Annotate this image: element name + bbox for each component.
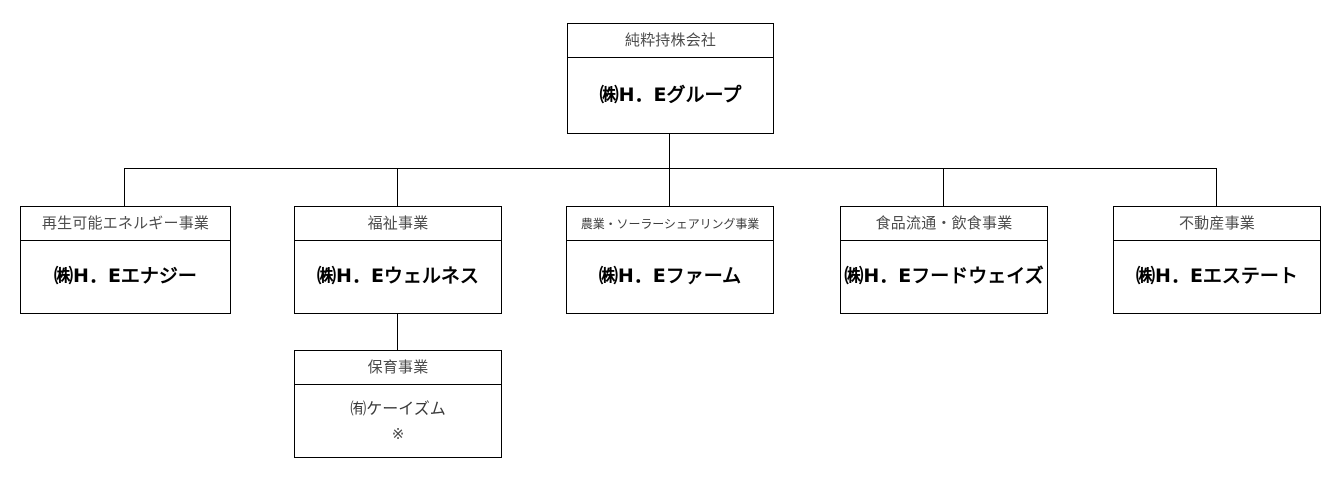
node-division-food-distribution-header: 食品流通・飲食事業: [841, 207, 1047, 241]
node-subdivision-childcare-mark: ※: [391, 424, 405, 443]
node-division-real-estate-name: ㈱H．Eエステート: [1136, 265, 1298, 288]
node-subdivision-childcare-body: ㈲ケーイズム ※: [295, 385, 501, 457]
connector-root-down: [669, 133, 670, 168]
node-subdivision-childcare-header: 保育事業: [295, 351, 501, 385]
node-holding-company-name: ㈱H．Eグループ: [599, 83, 742, 106]
node-division-food-distribution-name: ㈱H．Eフードウェイズ: [844, 265, 1044, 288]
node-holding-company[interactable]: 純粋持株会社 ㈱H．Eグループ: [567, 23, 774, 134]
node-division-welfare-header: 福祉事業: [295, 207, 501, 241]
connector-drop-division-3: [669, 168, 670, 206]
node-holding-company-header: 純粋持株会社: [568, 24, 773, 58]
node-division-welfare[interactable]: 福祉事業 ㈱H．Eウェルネス: [294, 206, 502, 314]
connector-drop-division-2: [397, 168, 398, 206]
connector-drop-division-5: [1216, 168, 1217, 206]
node-division-renewable-energy[interactable]: 再生可能エネルギー事業 ㈱H．Eエナジー: [20, 206, 231, 314]
connector-drop-division-1: [124, 168, 125, 206]
node-division-renewable-energy-header: 再生可能エネルギー事業: [21, 207, 230, 241]
connector-drop-division-4: [943, 168, 944, 206]
node-division-real-estate[interactable]: 不動産事業 ㈱H．Eエステート: [1113, 206, 1321, 314]
connector-welfare-to-childcare: [397, 313, 398, 350]
node-division-welfare-name: ㈱H．Eウェルネス: [317, 265, 479, 288]
connector-horizontal-bus: [124, 168, 1217, 169]
node-division-agriculture-solar-sharing-name: ㈱H．Eファーム: [598, 265, 742, 288]
node-subdivision-childcare[interactable]: 保育事業 ㈲ケーイズム ※: [294, 350, 502, 458]
node-division-agriculture-solar-sharing[interactable]: 農業・ソーラーシェアリング事業 ㈱H．Eファーム: [566, 206, 774, 314]
node-division-real-estate-header: 不動産事業: [1114, 207, 1320, 241]
node-division-agriculture-solar-sharing-header: 農業・ソーラーシェアリング事業: [567, 207, 773, 241]
node-division-renewable-energy-name: ㈱H．Eエナジー: [54, 265, 197, 288]
node-subdivision-childcare-name: ㈲ケーイズム: [350, 398, 446, 418]
node-division-food-distribution[interactable]: 食品流通・飲食事業 ㈱H．Eフードウェイズ: [840, 206, 1048, 314]
